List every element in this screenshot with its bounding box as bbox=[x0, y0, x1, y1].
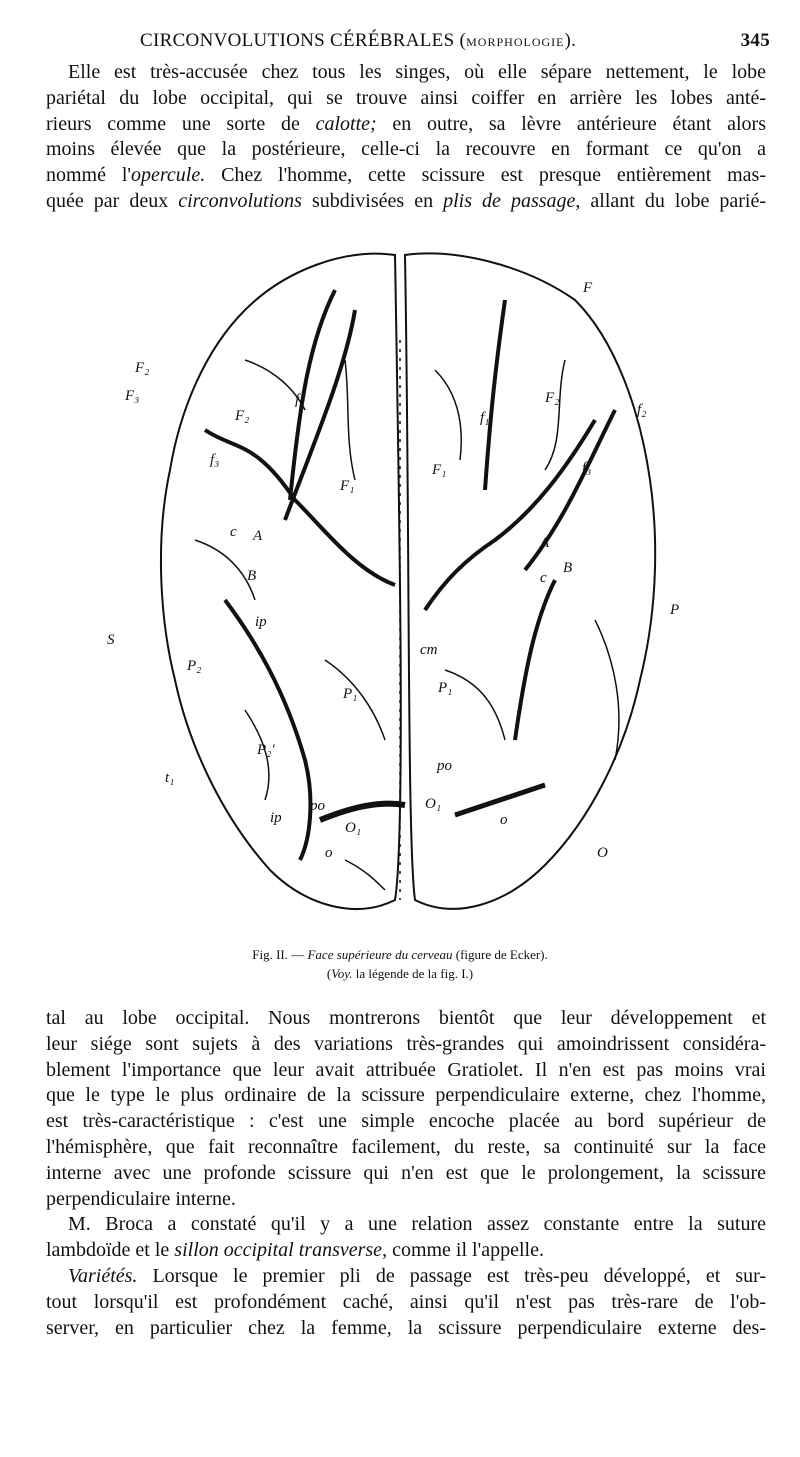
figure-label: F bbox=[583, 280, 593, 296]
figure-label: P₂ bbox=[187, 658, 202, 674]
figure-label: c bbox=[540, 570, 547, 586]
paragraph-top: Elle est très-accusée chez tous les sing… bbox=[46, 60, 766, 215]
text-line: nommé l'opercule. Chez l'homme, cette sc… bbox=[46, 164, 766, 187]
figure-label: f₂ bbox=[637, 402, 647, 418]
figure-label: o bbox=[500, 812, 508, 828]
text-line: Variétés. Lorsque le premier pli de pass… bbox=[68, 1264, 766, 1287]
page-number: 345 bbox=[740, 30, 770, 51]
figure-label: F₃ bbox=[125, 388, 140, 404]
figure-label: f₃ bbox=[210, 452, 220, 468]
text-line: perpendiculaire interne. bbox=[46, 1187, 236, 1210]
text-line: l'hémisphère, que fait reconnaître facil… bbox=[46, 1135, 766, 1158]
figure-label: O bbox=[597, 845, 608, 861]
figure-label: t₁ bbox=[165, 770, 175, 786]
figure-label: cm bbox=[420, 642, 438, 658]
figure-label: B bbox=[247, 568, 257, 584]
text-line: tal au lobe occipital. Nous montrerons b… bbox=[46, 1007, 766, 1029]
text-line: que le type le plus ordinaire de la scis… bbox=[46, 1084, 766, 1107]
figure-label: f₁ bbox=[480, 410, 490, 426]
right-hemisphere-outline bbox=[403, 252, 657, 910]
figure-label: A bbox=[253, 528, 263, 544]
figure-label: F₁ bbox=[432, 462, 447, 478]
text-line: est très-caractéristique : c'est une sim… bbox=[46, 1110, 766, 1133]
text-line: interne avec une profonde scissure qui n… bbox=[46, 1161, 766, 1184]
figure-label: ip bbox=[270, 810, 282, 826]
text-line: leur siége sont sujets à des variations … bbox=[46, 1032, 766, 1055]
text-line: server, en particulier chez la femme, la… bbox=[46, 1316, 766, 1339]
figure-label: P₂' bbox=[257, 742, 275, 758]
figure-label: P₁ bbox=[343, 686, 358, 702]
figure-label: c bbox=[230, 524, 237, 540]
brain-figure: F₂ F₃ F₂ f₁ f₃ F₁ c A B ip S P₂ P₁ P₂' t… bbox=[95, 240, 715, 940]
paragraph-bottom: tal au lobe occipital. Nous montrerons b… bbox=[46, 1006, 766, 1341]
figure-label: P₁ bbox=[438, 680, 453, 696]
brain-illustration bbox=[159, 252, 657, 910]
text-line: blement l'importance que leur avait attr… bbox=[46, 1058, 766, 1081]
figure-label: F₂ bbox=[235, 408, 250, 424]
figure-label: o bbox=[325, 845, 333, 861]
figure-label: P bbox=[670, 602, 680, 618]
figure-label: A bbox=[540, 535, 550, 551]
text-line: tout lorsqu'il est profondément caché, a… bbox=[46, 1290, 766, 1313]
figure-label: F₂ bbox=[545, 390, 560, 406]
figure-label: B bbox=[563, 560, 573, 576]
figure-label: O₁ bbox=[345, 820, 362, 836]
figure-label: f₃ bbox=[582, 460, 592, 476]
text-line: pariétal du lobe occipital, qui se trouv… bbox=[46, 86, 766, 109]
text-line: quée par deux circonvolutions subdivisée… bbox=[46, 189, 767, 212]
text-line: moins élevée que la postérieure, celle-c… bbox=[46, 138, 766, 161]
figure-label: S bbox=[107, 632, 115, 648]
figure-label: ip bbox=[255, 614, 267, 630]
figure-label: po bbox=[437, 758, 452, 774]
text-line: rieurs comme une sorte de calotte; en ou… bbox=[46, 112, 766, 135]
text-line: lambdoïde et le sillon occipital transve… bbox=[46, 1239, 544, 1262]
running-title: CIRCONVOLUTIONS CÉRÉBRALES (MORPHOLOGIE)… bbox=[140, 30, 577, 51]
figure-label: O₁ bbox=[425, 796, 442, 812]
figure-label: po bbox=[310, 798, 325, 814]
text-line: M. Broca a constaté qu'il y a une relati… bbox=[68, 1213, 766, 1236]
figure-label: F₁ bbox=[340, 478, 355, 494]
figure-label: F₂ bbox=[135, 360, 150, 376]
text-line: Elle est très-accusée chez tous les sing… bbox=[68, 61, 766, 83]
figure-label: f₁ bbox=[295, 392, 305, 408]
figure-caption: Fig. II. — Face supérieure du cerveau (f… bbox=[252, 947, 548, 981]
